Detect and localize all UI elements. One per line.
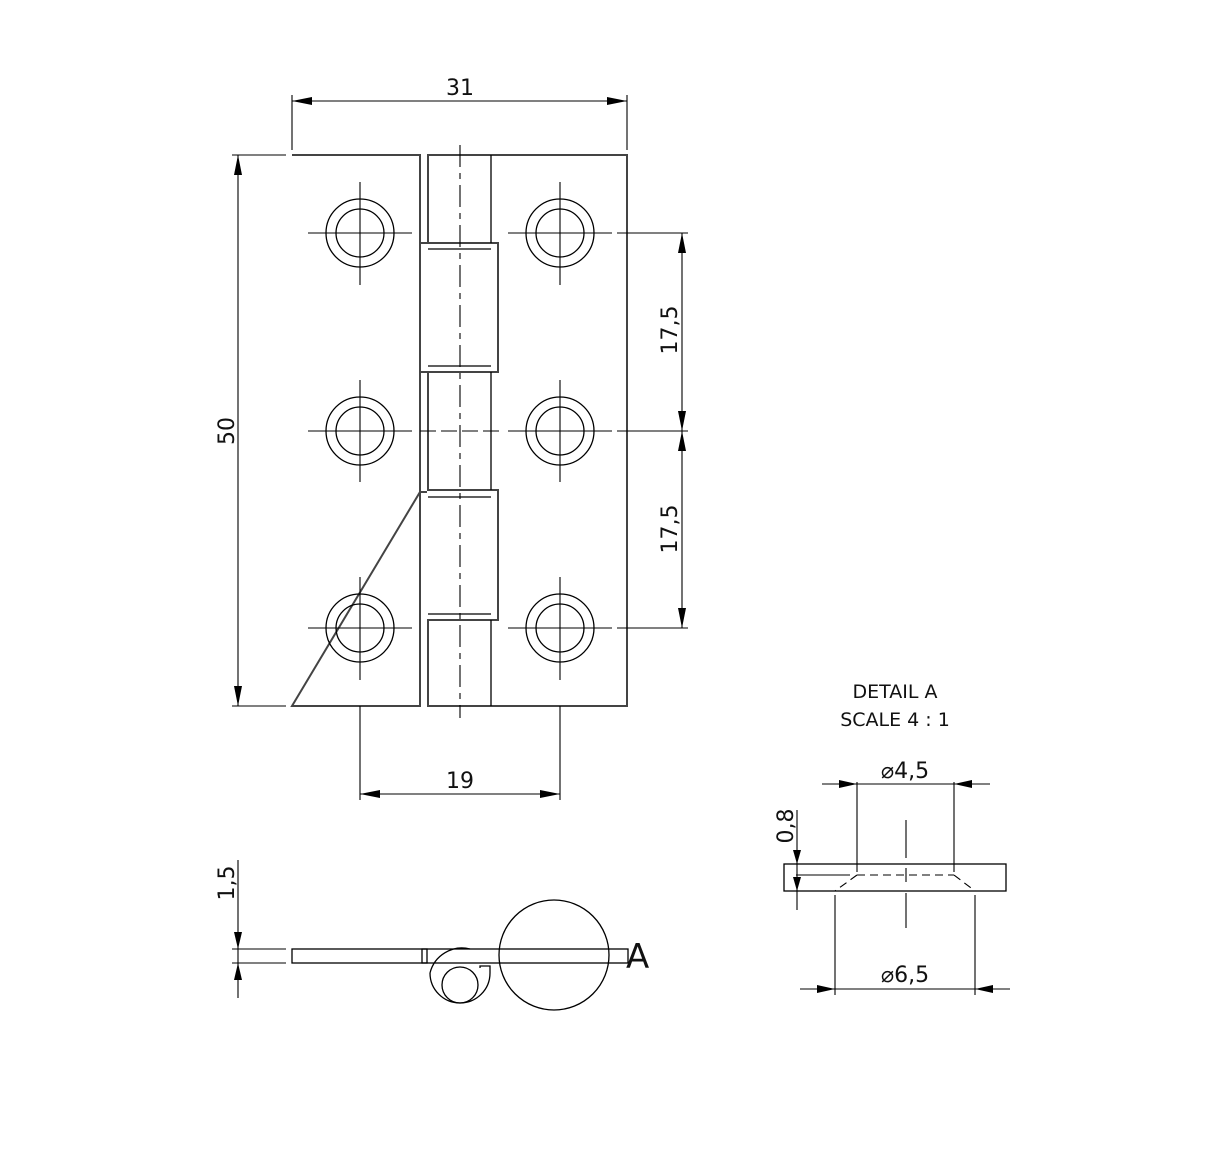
right-leaf-outline [427,154,628,707]
detail-a: DETAIL A SCALE 4 : 1 ⌀4,5 ⌀6,5 0,8 [774,681,1010,995]
detail-a-circle [498,899,610,1011]
dimension-height: 50 [215,154,286,707]
dimension-width: 31 [291,76,628,150]
detail-title: DETAIL A [853,681,938,703]
inner-diameter-label: ⌀4,5 [881,759,929,784]
lower-spacing-label: 17,5 [658,505,683,554]
thickness-label: 1,5 [215,866,240,901]
dimension-thickness: 1,5 [215,860,286,998]
dimension-hole-spacing: 19 [359,706,561,800]
front-view [290,145,628,718]
upper-spacing-label: 17,5 [658,306,683,355]
height-label: 50 [215,417,240,445]
detail-thickness-label: 0,8 [774,809,799,844]
detail-scale: SCALE 4 : 1 [840,709,950,731]
dimension-vertical-spacing: 17,5 17,5 [617,232,688,629]
width-label: 31 [446,76,474,101]
left-leaf-outline [290,154,427,707]
detail-callout: A [626,937,649,977]
hole-spacing-label: 19 [446,769,474,794]
outer-diameter-label: ⌀6,5 [881,963,929,988]
side-view: A [291,899,649,1011]
